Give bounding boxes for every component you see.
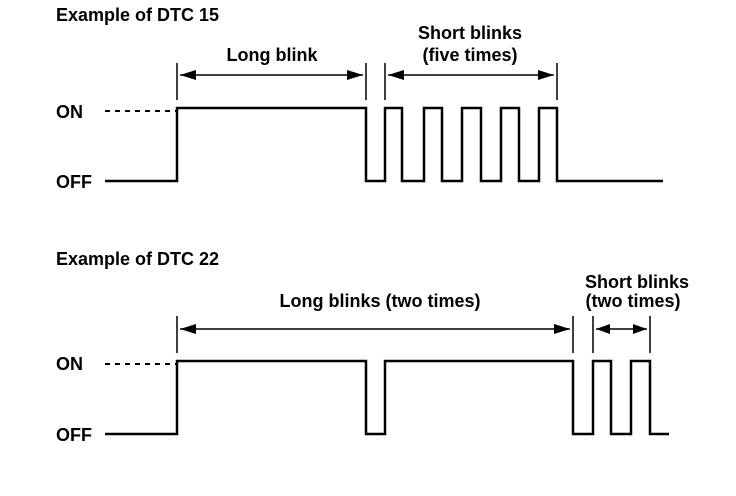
dtc22-short-blinks-label-line1: Short blinks — [585, 272, 689, 292]
dtc22-title: Example of DTC 22 — [56, 249, 219, 269]
dtc22-diagram: Example of DTC 22 ON OFF Long blinks (tw… — [56, 249, 689, 445]
dtc22-long-blinks-label: Long blinks (two times) — [280, 291, 481, 311]
dtc15-signal-waveform — [105, 106, 663, 183]
dtc15-short-blinks-label-line1: Short blinks — [418, 23, 522, 43]
dtc15-title: Example of DTC 15 — [56, 5, 219, 25]
dtc22-short-blinks-dimension — [596, 324, 647, 334]
dtc15-off-label: OFF — [56, 172, 92, 192]
dtc15-diagram: Example of DTC 15 ON OFF Long blink Shor… — [56, 5, 663, 192]
dtc22-signal-waveform — [105, 359, 669, 436]
dtc15-short-blinks-label-line2: (five times) — [422, 45, 517, 65]
dtc15-on-label: ON — [56, 102, 83, 122]
dtc22-long-blinks-dimension — [180, 324, 570, 334]
dtc22-on-label: ON — [56, 354, 83, 374]
dtc15-short-blinks-dimension — [388, 70, 554, 80]
dtc15-long-blink-label: Long blink — [227, 45, 319, 65]
dtc22-off-label: OFF — [56, 425, 92, 445]
dtc15-long-blink-dimension — [180, 70, 363, 80]
dtc22-short-blinks-label-line2: (two times) — [585, 291, 680, 311]
